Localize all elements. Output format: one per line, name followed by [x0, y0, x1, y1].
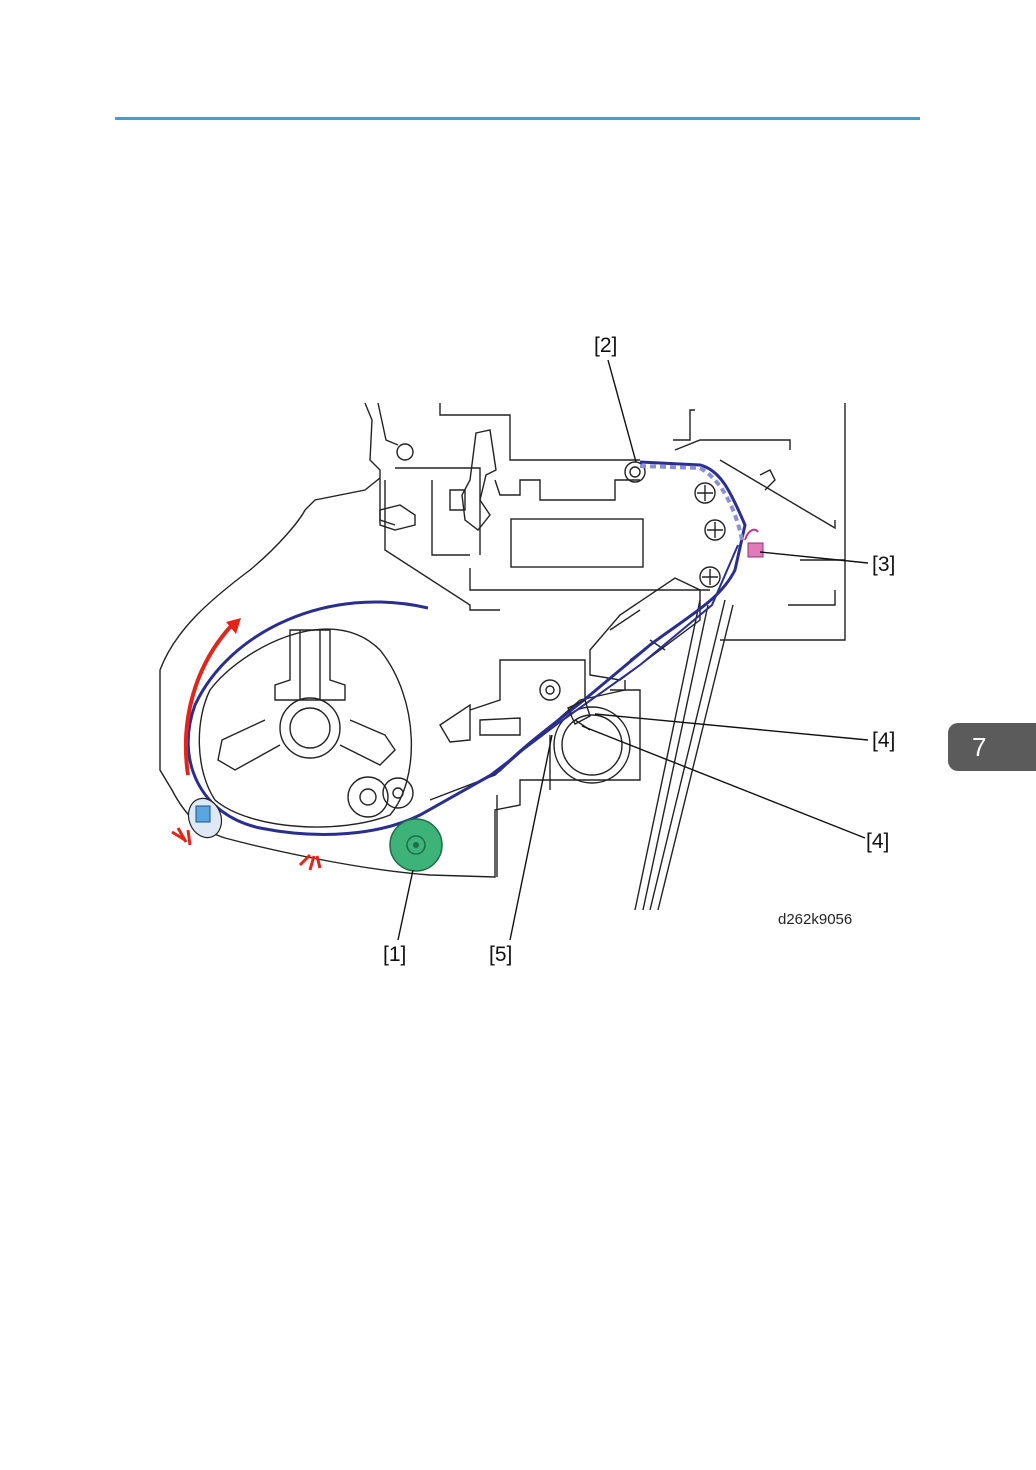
- leader-lines: [398, 360, 868, 940]
- machine-frame: [160, 403, 845, 910]
- callout-5: [5]: [489, 943, 512, 966]
- pink-sensor-icon: [745, 530, 763, 557]
- rotation-arrow: [186, 618, 241, 775]
- callout-3: [3]: [872, 553, 895, 576]
- registration-roller-icon: [390, 819, 442, 871]
- callout-2: [2]: [594, 334, 617, 357]
- callout-4-upper: [4]: [872, 729, 895, 752]
- figure-id: d262k9056: [778, 911, 852, 928]
- drum-assembly: [199, 629, 413, 827]
- callout-1: [1]: [383, 943, 406, 966]
- callout-4-lower: [4]: [866, 830, 889, 853]
- paper-path: [188, 462, 745, 834]
